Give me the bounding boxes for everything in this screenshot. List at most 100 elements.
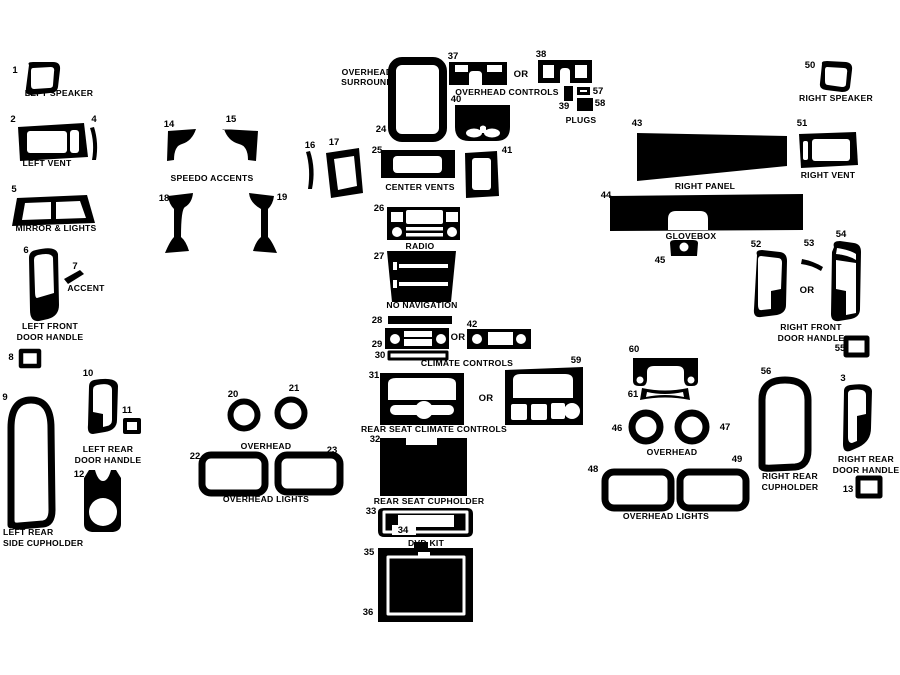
- part-dvd-screen-frame-shape: [378, 548, 473, 622]
- part-left-front-door-handle-shape: [34, 254, 54, 298]
- part-right-front-door-handle-a-number: 52: [751, 239, 762, 250]
- part-right-panel-shape: [637, 133, 787, 181]
- part-climate-controls-a-shape: [436, 334, 446, 344]
- part-plug-square: 58: [577, 98, 605, 111]
- right-vent-label: RIGHT VENT: [801, 170, 856, 180]
- part-overhead-ring-right-a: 46: [612, 409, 664, 445]
- dvd-kit-label: DVD KIT: [408, 538, 445, 548]
- overhead-lights-left-label: OVERHEAD LIGHTS: [223, 494, 309, 504]
- part-left-vent-shape: [70, 130, 79, 153]
- part-left-vent-shape: [27, 131, 67, 153]
- part-rear-seat-cupholder-shape: [380, 438, 467, 496]
- part-right-rear-door-handle: 3: [840, 373, 872, 452]
- part-plug-square-left-rear: 11: [122, 405, 141, 434]
- no-navigation-label: NO NAVIGATION: [386, 300, 457, 310]
- part-left-rear-cupholder-insert-number: 12: [74, 469, 85, 480]
- part-no-navigation-panel-shape: [399, 264, 448, 268]
- part-climate-controls-b: 42: [467, 319, 531, 349]
- part-center-vent-sliver-left-number: 16: [305, 140, 316, 151]
- part-dvd-screen-frame-number: 35: [364, 547, 375, 558]
- left-vent-label: LEFT VENT: [22, 158, 72, 168]
- part-radio-panel-number: 26: [374, 203, 385, 214]
- part-rear-seat-climate-a-shape: [415, 401, 433, 419]
- part-overhead-ring-right-shape: [274, 396, 308, 430]
- part-rear-seat-climate-a: 31: [369, 370, 464, 425]
- part-mirror-and-lights: 5: [11, 184, 95, 226]
- part-overhead-console-frame-shape: [633, 358, 698, 386]
- part-glovebox-latch: 45: [655, 240, 698, 266]
- part-door-handle-accent-shape: [801, 259, 823, 271]
- rear-seat-climate-controls-label: REAR SEAT CLIMATE CONTROLS: [361, 424, 507, 434]
- part-right-rear-cupholder: 56: [758, 366, 812, 472]
- part-left-rear-cupholder-insert: 12: [74, 469, 121, 532]
- part-overhead-ring-left-shape: [227, 398, 261, 432]
- part-overhead-light-left-a-shape: [198, 451, 269, 497]
- part-no-navigation-panel-shape: [393, 262, 397, 270]
- part-center-vent-left-number: 17: [329, 137, 340, 148]
- part-overhead-light-right-a-number: 48: [588, 464, 599, 475]
- part-rear-seat-climate-a-number: 31: [369, 370, 380, 381]
- part-climate-controls-a: 29: [372, 328, 449, 350]
- part-climate-controls-b-number: 42: [467, 319, 478, 330]
- part-speedo-accent-right-shape: [222, 129, 258, 161]
- part-plug-strip-number: 39: [559, 101, 570, 112]
- part-climate-controls-b-shape: [488, 332, 513, 345]
- part-plug-square-right: 55: [835, 335, 870, 358]
- part-plug-small: 57: [577, 86, 603, 97]
- part-overhead-controls-b: 38: [536, 49, 592, 83]
- part-right-vent-number: 51: [797, 118, 808, 129]
- part-radio-panel-shape: [392, 227, 402, 237]
- speedo-accents-label: SPEEDO ACCENTS: [171, 173, 254, 183]
- part-plug-small-number: 57: [593, 86, 604, 97]
- part-overhead-console-frame-number: 60: [629, 344, 640, 355]
- part-plug-square-left-rear-shape: [123, 418, 141, 434]
- part-climate-controls-a-shape: [390, 334, 400, 344]
- part-dvd-kit-frame: 33: [366, 506, 473, 537]
- part-dvd-screen-frame-shape: [414, 542, 428, 549]
- part-right-vent-shape: [803, 141, 808, 160]
- part-no-navigation-panel-shape: [399, 282, 448, 286]
- part-no-navigation-panel-shape: [387, 251, 456, 302]
- part-plug-strip: 39: [559, 86, 573, 112]
- part-left-vent-accent-shape: [90, 127, 98, 160]
- part-overhead-console-lower: 40: [451, 94, 510, 141]
- glovebox-label: GLOVEBOX: [666, 231, 717, 241]
- part-glovebox-panel-number: 44: [601, 190, 612, 201]
- part-speedo-accent-right: 15: [222, 114, 258, 161]
- part-right-speaker: 50: [805, 60, 853, 92]
- plugs-label: PLUGS: [566, 115, 597, 125]
- part-overhead-controls-b-number: 38: [536, 49, 547, 60]
- part-radio-panel-shape: [406, 210, 443, 224]
- part-rear-seat-climate-b-shape: [531, 404, 547, 420]
- part-overhead-light-left-b: 23: [274, 445, 344, 496]
- overhead-lights-right-label: OVERHEAD LIGHTS: [623, 511, 709, 521]
- part-no-navigation-panel-number: 27: [374, 251, 385, 262]
- part-overhead-ring-right: 21: [274, 383, 308, 430]
- part-left-vent-accent-number: 4: [91, 114, 97, 125]
- part-glovebox-panel: 44: [601, 190, 803, 231]
- part-climate-strip-shape: [388, 316, 452, 324]
- or-overhead-controls: OR: [514, 69, 529, 80]
- overhead-controls-label: OVERHEAD CONTROLS: [455, 87, 559, 97]
- part-climate-controls-b-shape: [516, 334, 526, 344]
- part-overhead-ring-right-a-number: 46: [612, 423, 623, 434]
- mirror-lights-label: MIRROR & LIGHTS: [15, 223, 96, 233]
- part-climate-trim-strip: 30: [375, 350, 449, 361]
- part-plug-square-number: 58: [595, 98, 606, 109]
- part-left-front-door-handle: 6: [23, 245, 59, 322]
- part-overhead-console-frame: 60: [629, 344, 698, 386]
- part-right-rear-door-handle-shape: [848, 389, 866, 443]
- part-overhead-console-frame-shape: [687, 376, 695, 384]
- part-right-rear-cupholder-shape: [758, 376, 812, 472]
- part-center-vent-right: 41: [465, 145, 513, 198]
- part-dvd-screen-lower-number: 36: [363, 607, 374, 618]
- part-left-rear-door-handle: 10: [83, 368, 118, 434]
- part-right-front-door-handle-b-number: 54: [836, 229, 847, 240]
- part-dvd-screen-frame-shape: [418, 552, 430, 558]
